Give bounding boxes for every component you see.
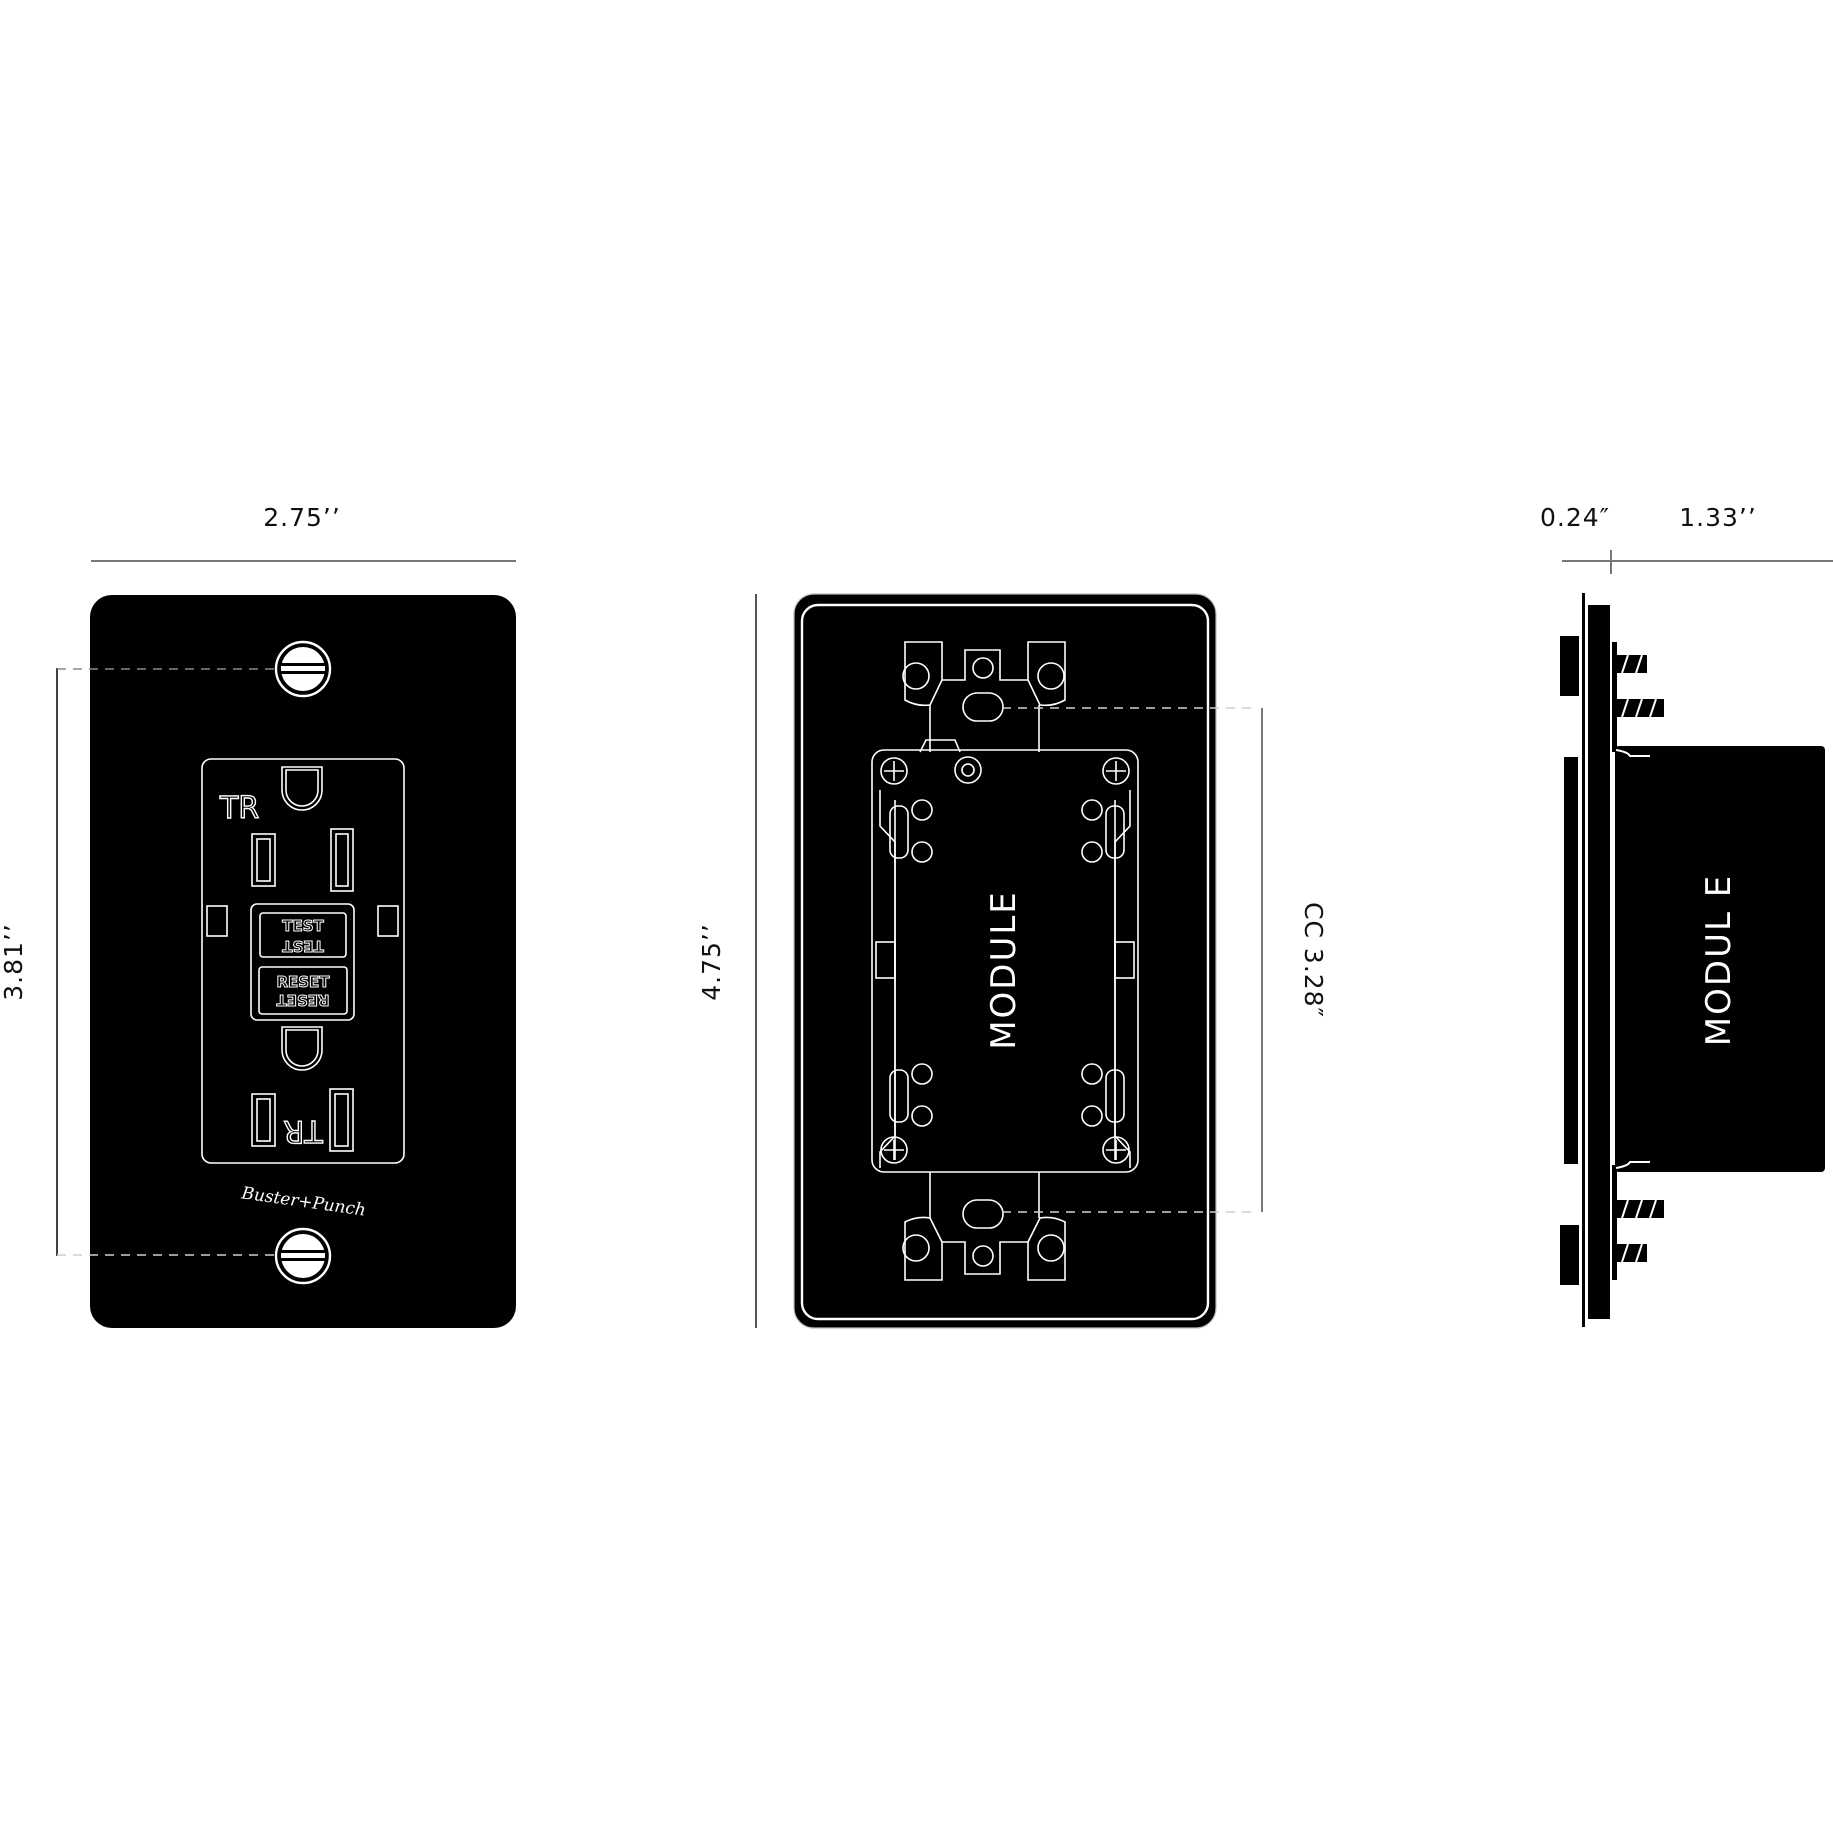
tr-marking-bottom: TR: [283, 1113, 323, 1148]
test-button-label: TEST: [282, 917, 324, 935]
module-side-label: MODUL E: [1699, 874, 1739, 1046]
terminal-screws: [889, 799, 1125, 1127]
screw-icon-top: [274, 640, 332, 698]
yoke-hole-icon: [1037, 662, 1065, 690]
module-edge-bottom: [1615, 1161, 1650, 1169]
plate-edge: [1582, 593, 1585, 1327]
yoke-hole-icon: [972, 1245, 994, 1267]
reset-button-label-mirrored: RESET: [276, 991, 330, 1009]
yoke-hole-icon: [972, 657, 994, 679]
screw-head-top: [1560, 636, 1579, 696]
screw-icon-bottom: [274, 1227, 332, 1285]
corner-screw-icon-br: [1102, 1136, 1130, 1164]
mounting-yoke-bottom: [902, 1172, 1066, 1281]
screw-thread-top: [1612, 642, 1664, 752]
neutral-slot-top-inner: [256, 838, 271, 882]
side-tab-right: [377, 905, 399, 937]
yoke-hole-icon: [902, 1234, 930, 1262]
ground-slot-top-inner: [285, 769, 319, 807]
test-button[interactable]: TEST TEST: [259, 912, 347, 958]
wall-plate: [90, 595, 516, 1328]
hot-slot-bottom: [329, 1088, 354, 1152]
yoke-hole-icon: [1037, 1234, 1065, 1262]
screen-spacing-dimension-label: 3.81’’: [0, 923, 28, 1001]
front-view: 2.75’’ 3.81’’ TR: [0, 503, 516, 1328]
corner-screw-icon-bl: [880, 1136, 908, 1164]
side-view: 0.24″ 1.33’’ MODUL E: [1540, 503, 1833, 1327]
width-dimension-label: 2.75’’: [263, 503, 341, 532]
neutral-slot-top: [251, 833, 276, 887]
screw-thread-bottom: [1612, 1165, 1664, 1280]
screw-slot-icon: [962, 692, 1004, 722]
plate-depth-dimension-label: 0.24″: [1540, 503, 1610, 532]
cc-dimension-label: CC 3.28″: [1299, 902, 1328, 1018]
module-label: MODULE: [984, 890, 1024, 1050]
button-housing: [250, 903, 355, 1021]
side-tab-left: [206, 905, 228, 937]
module-side-body: [1615, 746, 1825, 1172]
hot-slot-bottom-inner: [334, 1093, 349, 1147]
ground-slot-top: [281, 766, 323, 811]
back-plate-inner-border: [800, 603, 1210, 1321]
yoke-hole-icon: [902, 662, 930, 690]
neutral-slot-bottom-inner: [256, 1098, 271, 1142]
height-dimension-label: 4.75’’: [697, 923, 726, 1001]
back-view: 4.75’’: [697, 593, 1328, 1329]
corner-screw-icon-tl: [880, 757, 908, 785]
ground-slot-bottom-inner: [285, 1029, 319, 1067]
ground-slot-bottom: [281, 1026, 323, 1071]
corner-screw-icon-tr: [1102, 757, 1130, 785]
module-edge-top: [1615, 749, 1650, 757]
hot-slot-top-inner: [335, 833, 349, 887]
plate-profile: [1588, 605, 1610, 1319]
receptacle-face: [1564, 757, 1578, 1164]
mounting-yoke-top: [902, 641, 1066, 752]
reset-button-label: RESET: [276, 973, 330, 991]
reset-button[interactable]: RESET RESET: [258, 966, 348, 1015]
hot-slot-top: [330, 828, 354, 892]
screw-head-bottom: [1560, 1225, 1579, 1285]
neutral-slot-bottom: [251, 1093, 276, 1147]
gfci-receptacle: [201, 758, 405, 1164]
module-depth-dimension-label: 1.33’’: [1679, 503, 1757, 532]
module-housing: [871, 739, 1139, 1173]
back-plate: [793, 593, 1217, 1329]
test-button-label-mirrored: TEST: [281, 937, 323, 955]
tr-marking-top: TR: [219, 791, 259, 826]
screw-slot-icon: [962, 1199, 1004, 1229]
